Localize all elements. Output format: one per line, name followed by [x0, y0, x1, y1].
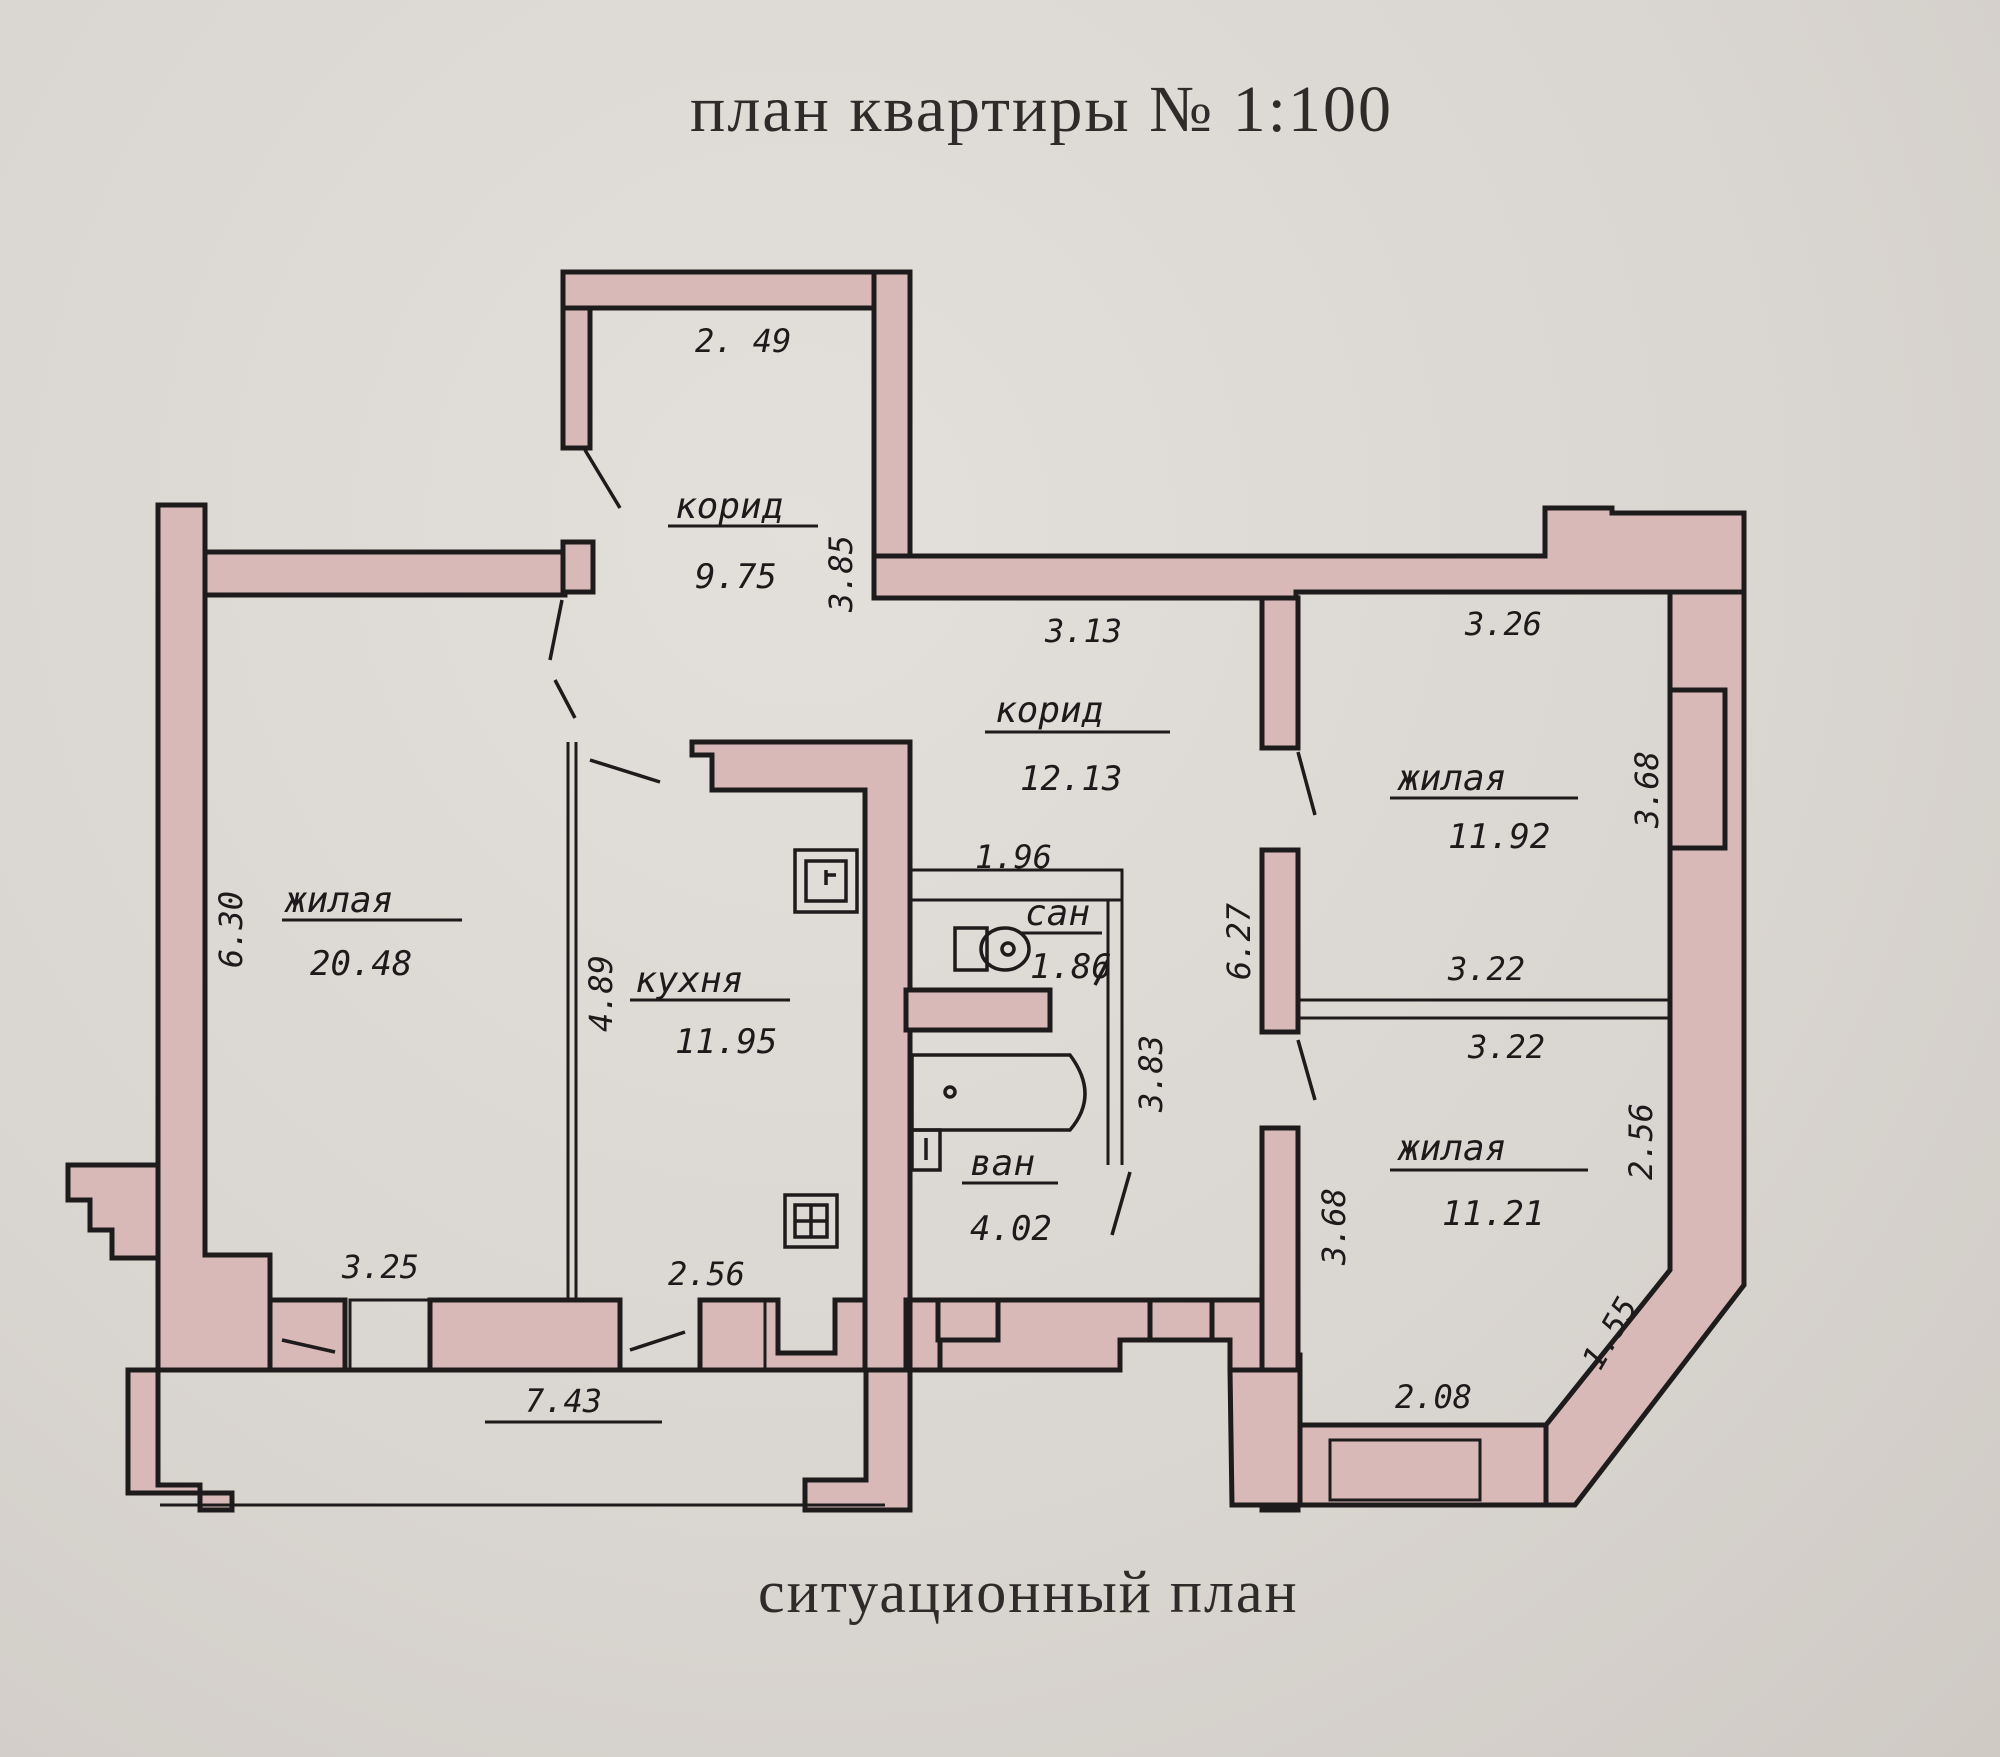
room-name-corridor-top: корид [675, 486, 783, 527]
room-area-wc: 1.86 [1030, 947, 1112, 987]
dim-corridor-main-width: 3.13 [1044, 612, 1122, 650]
room-name-wc: сан [1025, 893, 1090, 934]
room-name-living-bottom-right: жилая [1397, 1128, 1506, 1169]
wall-bottom-left [267, 1297, 913, 1373]
room-name-corridor-main: корид [995, 690, 1103, 731]
kitchen-stove-outer [793, 848, 859, 914]
room-area-living-left: 20.48 [310, 944, 412, 984]
fixtures [783, 848, 1087, 1249]
room-name-bath: ван [970, 1143, 1035, 1184]
dim-living-left-height: 6.30 [212, 891, 250, 968]
wall-window-corridor [1147, 1297, 1215, 1343]
partition-bedrooms [1296, 998, 1672, 1020]
room-area-corridor-top: 9.75 [695, 557, 777, 597]
door-entry [583, 449, 622, 509]
wall-corridor-right-top [1259, 595, 1301, 751]
wall-corridor-right-mid [1259, 847, 1301, 1035]
dim-corridor-top-width: 2. 49 [695, 322, 791, 360]
plan-title: план квартиры № 1:100 [690, 73, 1393, 146]
room-area-bath: 4.02 [970, 1209, 1052, 1249]
wall-left-top [202, 549, 568, 598]
dim-corridor-top-height: 3.85 [822, 535, 860, 613]
wall-right-window [1667, 687, 1728, 851]
doors [281, 449, 1317, 1354]
wall-entry-top [560, 269, 913, 311]
dim-kitchen-height: 4.89 [582, 955, 620, 1032]
door-left-room-2 [553, 679, 577, 719]
window-left [348, 1298, 432, 1372]
dim-wc-width: 1.96 [975, 838, 1052, 876]
wall-left-bump [65, 1162, 161, 1261]
wall-kitchen-top [689, 739, 913, 1373]
room-area-corridor-main: 12.13 [1020, 759, 1122, 799]
wall-window-bath [935, 1297, 1001, 1343]
door-balcony-left [281, 1338, 336, 1354]
plan-caption: ситуационный план [758, 1559, 1299, 1625]
wall-balcony-right [802, 1367, 913, 1513]
wall-top-right-run [871, 505, 1747, 601]
dim-corridor-main-length: 6.27 [1220, 903, 1258, 980]
room-area-kitchen: 11.95 [675, 1022, 777, 1062]
dim-kitchen-width: 2.56 [668, 1255, 745, 1293]
dim-bottom-right-top-width: 3.22 [1467, 1028, 1545, 1066]
door-left-room [548, 599, 564, 661]
wall-left-top-end [560, 539, 596, 595]
door-kitchen [589, 758, 661, 784]
door-bedroom-1 [1296, 751, 1317, 816]
dimension-labels: 2. 49 3.85 3.13 6.27 6.30 3.25 4.89 2.56… [212, 322, 1666, 1424]
dim-balcony-length: 7.43 [525, 1382, 602, 1420]
kitchen-stove-inner [804, 859, 848, 903]
kitchen-sink [783, 1193, 839, 1249]
door-bedroom-2 [1296, 1039, 1317, 1101]
dim-bottom-right-bottom-width: 2.08 [1395, 1378, 1472, 1416]
wall-balcony [125, 1367, 235, 1513]
room-name-kitchen: кухня [635, 960, 743, 1001]
bath-sink [910, 1128, 942, 1172]
room-name-living-top-right: жилая [1397, 758, 1506, 799]
door-bath [1110, 1171, 1132, 1236]
bevel-wall [1300, 1268, 1672, 1427]
toilet-bowl [979, 926, 1031, 972]
wall-bottom-corridor [1227, 1367, 1303, 1508]
door-wc [1093, 959, 1110, 986]
room-area-living-top-right: 11.92 [1448, 817, 1550, 857]
room-area-living-bottom-right: 11.21 [1442, 1194, 1544, 1234]
window-kitchen [698, 1298, 767, 1372]
wall-bottom-middle [907, 1297, 943, 1373]
door-balcony-kitchen [629, 1330, 686, 1352]
dim-living-left-width: 3.25 [341, 1248, 419, 1286]
wall-entry-right [871, 269, 913, 559]
dim-top-right-bottom-width: 3.22 [1447, 950, 1525, 988]
bathtub [910, 1053, 1087, 1132]
dim-bottom-right-height-left: 3.68 [1315, 1188, 1353, 1266]
partitions [160, 742, 1672, 1507]
partition-wc-top [908, 868, 1124, 902]
dim-bath-height: 3.83 [1132, 1035, 1170, 1113]
toilet-seat [1000, 941, 1016, 957]
window-bottom-right [1328, 1438, 1482, 1502]
dim-bottom-right-height-right: 2.56 [1622, 1103, 1660, 1180]
dim-top-right-width: 3.26 [1464, 605, 1542, 643]
room-name-living-left: жилая [284, 880, 393, 921]
bathtub-drain [943, 1085, 957, 1099]
toilet-tank [953, 926, 989, 972]
dim-top-right-height: 3.68 [1628, 751, 1666, 829]
wall-wc-left [903, 987, 1053, 1033]
walls [65, 269, 1747, 1513]
room-labels: корид 9.75 корид 12.13 жилая 20.48 кухня… [282, 486, 1588, 1249]
